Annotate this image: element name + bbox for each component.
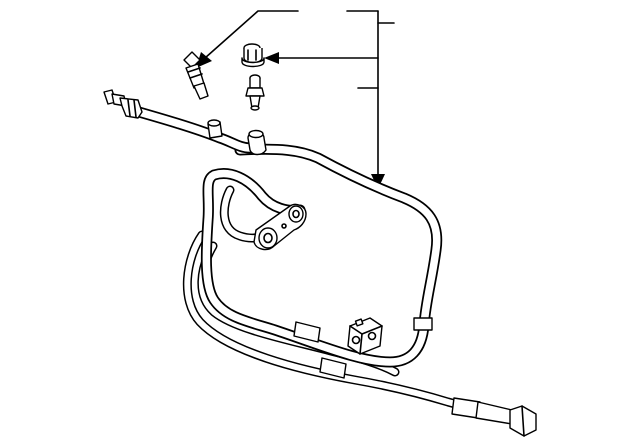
sleeve-1 xyxy=(293,321,321,343)
line-ports xyxy=(207,119,267,156)
fitting-nut xyxy=(119,97,143,119)
left-end-fitting xyxy=(103,89,143,119)
bleeder-valve xyxy=(245,74,265,111)
hose-fitting xyxy=(183,51,209,100)
lower-return-line xyxy=(182,230,510,421)
arrowhead-fitting xyxy=(196,52,212,68)
sleeve-2 xyxy=(319,357,347,379)
upper-feed-line xyxy=(126,104,256,154)
line-sleeves xyxy=(293,317,481,419)
callout-leaders xyxy=(196,10,395,189)
sleeve-3 xyxy=(413,317,433,331)
bracket-hole xyxy=(281,223,287,229)
arrowhead-cap xyxy=(264,52,279,64)
bracket-boss-right xyxy=(288,205,304,223)
right-end-fitting xyxy=(475,401,537,437)
mounting-bracket xyxy=(253,203,307,251)
fitting-cap xyxy=(241,43,265,68)
bracket-boss-left xyxy=(258,227,278,249)
main-loop-line xyxy=(200,143,443,368)
line-clip xyxy=(347,317,383,355)
leader-to-fitting xyxy=(204,10,299,59)
